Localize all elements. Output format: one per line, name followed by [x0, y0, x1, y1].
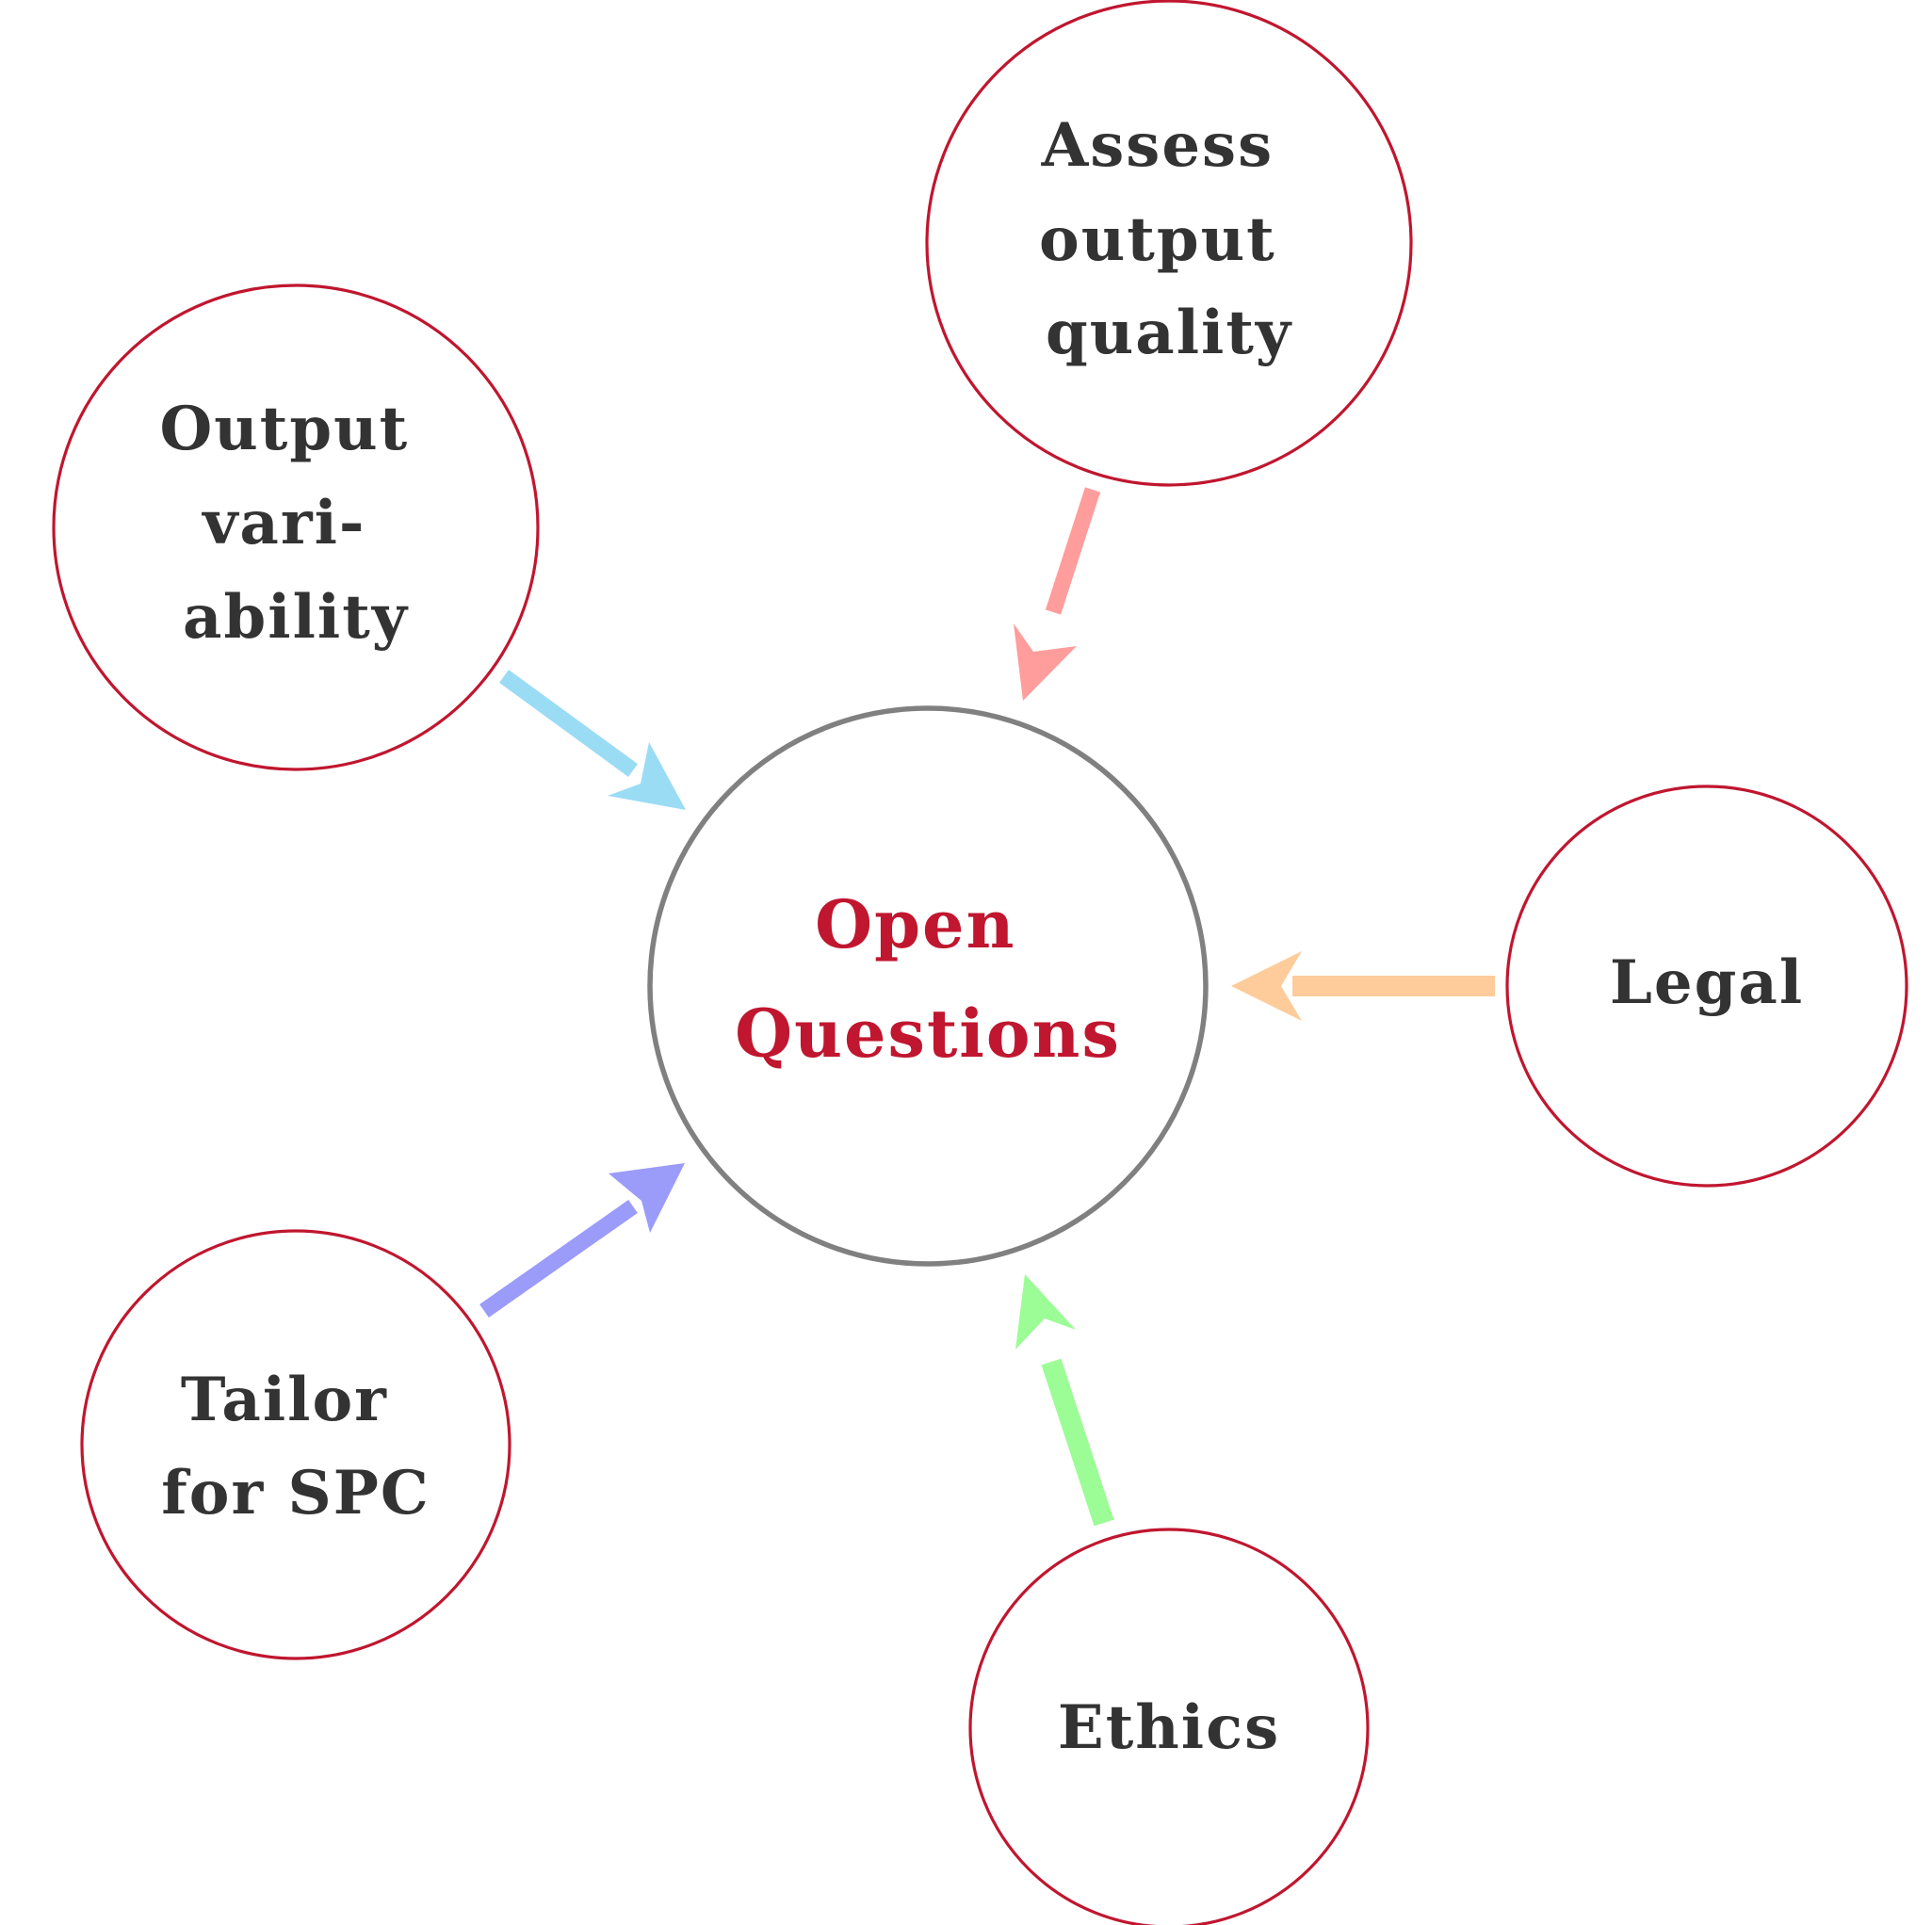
node-circle	[80, 1229, 511, 1660]
node-circle	[925, 0, 1413, 487]
node-tailor-for-spc: Tailor for SPC	[80, 1229, 511, 1660]
node-assess-output-quality: Assess output quality	[925, 0, 1413, 487]
node-label-line: ability	[183, 582, 409, 653]
node-circle	[52, 283, 540, 771]
node-label-line: output	[1039, 204, 1276, 275]
node-label-line: for SPC	[161, 1458, 430, 1529]
node-label-line: quality	[1046, 298, 1292, 368]
center-label-line: Open	[815, 885, 1015, 963]
arrow-output-variability	[498, 670, 686, 810]
node-ethics: Ethics	[968, 1528, 1370, 1925]
node-output-variability: Output vari- ability	[52, 283, 540, 771]
arrow-ethics	[1015, 1274, 1114, 1527]
node-label-line: Legal	[1610, 947, 1804, 1018]
node-label: Legal	[1610, 947, 1804, 1018]
node-legal: Legal	[1505, 785, 1908, 1188]
node-label-line: Output	[160, 394, 410, 464]
center-label: Open Questions	[735, 885, 1121, 1073]
arrows	[479, 487, 1495, 1527]
node-label-line: Tailor	[181, 1365, 388, 1435]
node-label-line: Ethics	[1058, 1692, 1280, 1763]
node-label-line: vari-	[201, 488, 365, 558]
center-circle	[647, 705, 1209, 1267]
node-label: Ethics	[1058, 1692, 1280, 1763]
node-label: Tailor for SPC	[161, 1365, 430, 1529]
arrow-assess-output-quality	[1014, 487, 1101, 701]
arrow-tailor-for-spc	[479, 1163, 685, 1318]
arrow-legal	[1231, 951, 1495, 1021]
center-label-line: Questions	[735, 995, 1121, 1073]
node-label-line: Assess	[1041, 110, 1274, 181]
center-node: Open Questions	[647, 705, 1209, 1267]
node-circle	[1505, 785, 1908, 1188]
node-circle	[968, 1528, 1370, 1925]
node-label: Output vari- ability	[160, 394, 432, 653]
node-label: Assess output quality	[1039, 110, 1299, 368]
